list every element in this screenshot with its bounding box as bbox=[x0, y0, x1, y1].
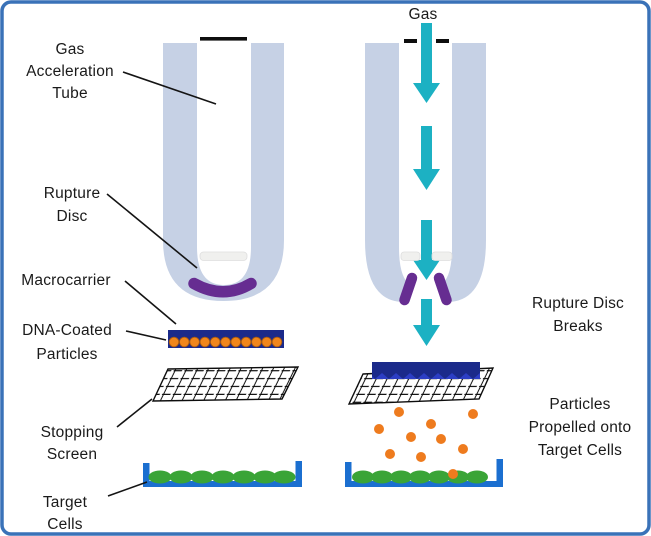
leader-stopping-screen bbox=[116, 398, 153, 428]
label-target-cells-2: Cells bbox=[47, 516, 83, 533]
label-particles-propelled-1: Particles bbox=[549, 396, 610, 413]
dna-coated-particle-row bbox=[168, 336, 283, 348]
rupture-disc-broken-piece-right bbox=[433, 272, 452, 306]
gas-acceleration-tube-right-wall-right bbox=[440, 43, 486, 302]
gas-acceleration-tube-left bbox=[163, 43, 284, 301]
macrocarrier-bar-right bbox=[372, 362, 480, 379]
rupture-disc-broken-piece-left bbox=[399, 272, 418, 306]
label-rupture-disc-breaks-2: Breaks bbox=[553, 318, 602, 335]
leader-dna-coated-particles bbox=[125, 330, 167, 341]
label-particles-propelled-2: Propelled onto bbox=[529, 419, 632, 436]
label-gas-acceleration-tube-1: Gas bbox=[55, 41, 84, 58]
leader-macrocarrier bbox=[124, 280, 177, 325]
label-dna-coated-2: Particles bbox=[36, 346, 97, 363]
rupture-disc-membrane-left bbox=[199, 251, 248, 261]
label-stopping-screen-2: Screen bbox=[47, 446, 97, 463]
label-particles-propelled-3: Target Cells bbox=[538, 442, 622, 459]
target-cells-right bbox=[352, 470, 488, 484]
leader-rupture-disc bbox=[106, 193, 198, 269]
label-macrocarrier: Macrocarrier bbox=[21, 272, 110, 289]
label-target-cells-1: Target bbox=[43, 494, 88, 511]
stopping-screen-left bbox=[151, 366, 300, 402]
tube-top-dash-left bbox=[404, 39, 417, 43]
label-rupture-disc-1: Rupture bbox=[44, 185, 101, 202]
tube-top-dash-right bbox=[436, 39, 449, 43]
label-rupture-disc-2: Disc bbox=[57, 208, 88, 225]
leader-lines bbox=[106, 71, 217, 497]
label-gas: Gas bbox=[408, 6, 437, 23]
tube-top-line-left bbox=[200, 37, 247, 41]
gas-arrow-2 bbox=[413, 126, 440, 190]
gas-flow-arrows bbox=[413, 23, 440, 280]
label-dna-coated-1: DNA-Coated bbox=[22, 322, 112, 339]
propelled-particles bbox=[374, 407, 478, 462]
rupture-disc-membrane-right-b bbox=[431, 251, 453, 261]
rupture-disc-intact bbox=[188, 277, 257, 298]
gas-arrow-3 bbox=[413, 220, 440, 280]
label-gas-acceleration-tube-3: Tube bbox=[52, 85, 88, 102]
rupture-disc-membrane-right-a bbox=[400, 251, 421, 261]
label-stopping-screen-1: Stopping bbox=[41, 424, 104, 441]
leader-target-cells bbox=[107, 481, 148, 497]
leader-gas-acceleration-tube bbox=[122, 71, 217, 105]
particle-on-cells bbox=[448, 469, 458, 479]
label-gas-acceleration-tube-2: Acceleration bbox=[26, 63, 114, 80]
gas-arrow-1 bbox=[413, 23, 440, 103]
label-rupture-disc-breaks-1: Rupture Disc bbox=[532, 295, 624, 312]
gas-acceleration-tube-right-wall-left bbox=[365, 43, 411, 302]
target-cells-left bbox=[148, 470, 296, 484]
gas-arrow-4 bbox=[413, 299, 440, 346]
